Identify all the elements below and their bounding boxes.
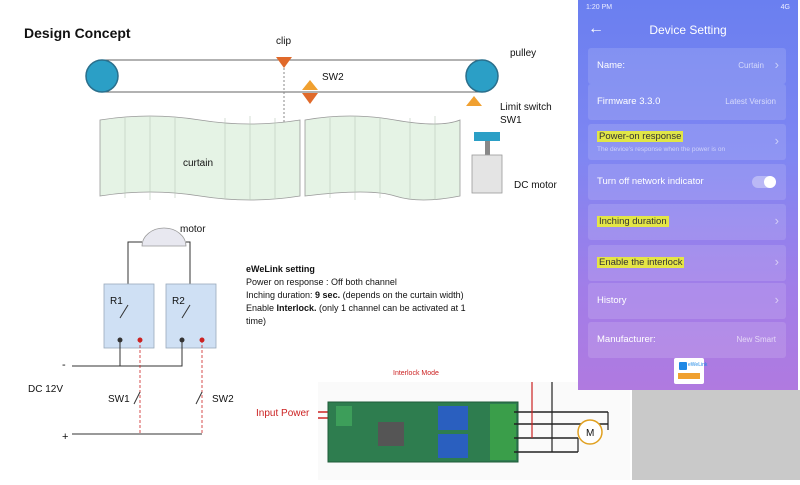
setting-row-name[interactable]: Name: Curtain › xyxy=(588,48,786,84)
chevron-right-icon: › xyxy=(774,213,779,228)
curtain-label: curtain xyxy=(183,158,213,169)
setting-row-manufacturer[interactable]: Manufacturer: New Smart xyxy=(588,322,786,358)
clip-label: clip xyxy=(276,36,291,47)
relay-r1-label: R1 xyxy=(110,296,123,307)
motor-letter: M xyxy=(586,428,594,439)
relay-r1 xyxy=(103,283,155,349)
status-network: 4G xyxy=(780,4,790,11)
setting-label: Name: xyxy=(597,60,625,71)
ewelink-line2: Inching duration: 9 sec. (depends on the… xyxy=(246,290,464,300)
diagram-title: Design Concept xyxy=(24,25,131,41)
sw1-switch xyxy=(133,391,141,405)
logo-text: eWeLink xyxy=(688,362,708,368)
setting-value: Curtain xyxy=(738,61,764,70)
curtain-left-folds xyxy=(124,116,276,200)
interlock-mode-caption: Interlock Mode xyxy=(393,370,439,377)
back-arrow-icon[interactable]: ← xyxy=(588,20,604,37)
sw1-circuit-label: SW1 xyxy=(108,394,130,405)
curtain-right-panel xyxy=(304,115,461,201)
pcb-output-terminal xyxy=(490,404,516,460)
setting-row-power-on-response[interactable]: Power-on response The device's response … xyxy=(588,124,786,160)
setting-label: Enable the interlock xyxy=(597,257,685,268)
chevron-right-icon: › xyxy=(774,292,779,307)
setting-value: Latest Version xyxy=(725,97,776,106)
toggle-knob xyxy=(764,176,776,188)
status-time: 1:20 PM xyxy=(586,4,613,11)
motor-label: motor xyxy=(180,224,206,235)
setting-row-inching-duration[interactable]: Inching duration › xyxy=(588,204,786,240)
highlighted-label: Enable the interlock xyxy=(597,257,685,268)
dc-motor-label: DC motor xyxy=(514,180,557,191)
pcb-chip xyxy=(378,422,404,446)
pulley-right xyxy=(465,59,499,93)
setting-label: Turn off network indicator xyxy=(597,176,704,187)
network-indicator-toggle[interactable] xyxy=(752,176,776,188)
clip-marker xyxy=(276,57,292,68)
pulley-left xyxy=(85,59,119,93)
dc12v-label: DC 12V xyxy=(28,384,63,395)
relay-r2-label: R2 xyxy=(172,296,185,307)
sw1-label: SW1 xyxy=(500,115,522,126)
chevron-right-icon: › xyxy=(774,254,779,269)
minus-terminal-label: - xyxy=(62,359,66,371)
sw2-switch xyxy=(195,391,203,405)
gray-background-block xyxy=(632,390,800,480)
highlighted-label: Inching duration xyxy=(597,216,669,227)
app-header: ← Device Setting xyxy=(578,16,798,46)
pcb-board xyxy=(327,401,519,463)
motor-shaft-cap xyxy=(474,132,500,141)
wire-negative xyxy=(72,340,183,367)
pcb-relay-2 xyxy=(438,434,468,458)
logo-strip xyxy=(678,373,700,379)
setting-row-interlock[interactable]: Enable the interlock › xyxy=(588,245,786,281)
chevron-right-icon: › xyxy=(774,133,779,148)
motor-shaft xyxy=(485,141,490,155)
pcb-terminal xyxy=(336,406,352,426)
setting-description: The device's response when the power is … xyxy=(597,146,726,153)
input-power-caption: Input Power xyxy=(256,408,310,419)
relay-r2 xyxy=(165,283,217,349)
relay-r2-switch xyxy=(181,304,191,319)
sw2-marker-up xyxy=(302,80,318,90)
setting-row-network-indicator[interactable]: Turn off network indicator xyxy=(588,164,786,200)
ewelink-line3: Enable Interlock. (only 1 channel can be… xyxy=(246,303,466,313)
ewelink-line1: Power on response : Off both channel xyxy=(246,277,397,287)
setting-row-history[interactable]: History › xyxy=(588,283,786,319)
setting-label: Firmware 3.3.0 xyxy=(597,96,661,107)
status-bar: 1:20 PM 4G xyxy=(578,0,798,16)
sw2-marker-down xyxy=(302,93,318,104)
ewelink-heading: eWeLink setting xyxy=(246,264,315,274)
setting-row-firmware[interactable]: Firmware 3.3.0 Latest Version xyxy=(588,84,786,120)
pulley-label: pulley xyxy=(510,48,536,59)
setting-label: Manufacturer: xyxy=(597,334,656,345)
chevron-right-icon: › xyxy=(774,57,779,72)
sw1-marker xyxy=(466,96,482,106)
motor-circle xyxy=(577,419,603,445)
pcb-relay-1 xyxy=(438,406,468,430)
ewelink-logo: eWeLink xyxy=(674,358,708,384)
plus-terminal-label: + xyxy=(62,431,68,443)
dc-motor-body xyxy=(471,154,503,194)
setting-label: Power-on response xyxy=(597,131,684,142)
page-title: Device Setting xyxy=(649,23,727,37)
motor-symbol xyxy=(141,227,187,247)
sw2-label: SW2 xyxy=(322,72,344,83)
board-photo: Interlock Mode Input Power + - M xyxy=(256,371,630,480)
relay-r1-switch xyxy=(119,304,129,319)
setting-label: History xyxy=(597,295,627,306)
logo-mark-icon xyxy=(679,362,687,370)
setting-label: Inching duration xyxy=(597,216,669,227)
limit-switch-label: Limit switch xyxy=(500,102,552,113)
highlighted-label: Power-on response xyxy=(597,131,684,142)
phone-screen: 1:20 PM 4G ← Device Setting Name: Curtai… xyxy=(578,0,798,390)
board-photo-graphic: Interlock Mode Input Power + - M xyxy=(256,371,609,463)
sw2-circuit-label: SW2 xyxy=(212,394,234,405)
curtain-right-folds xyxy=(329,116,436,200)
design-diagram: Design Concept pulley clip SW2 Limit swi… xyxy=(24,25,557,443)
setting-value: New Smart xyxy=(736,335,776,344)
ewelink-line4: time) xyxy=(246,316,266,326)
